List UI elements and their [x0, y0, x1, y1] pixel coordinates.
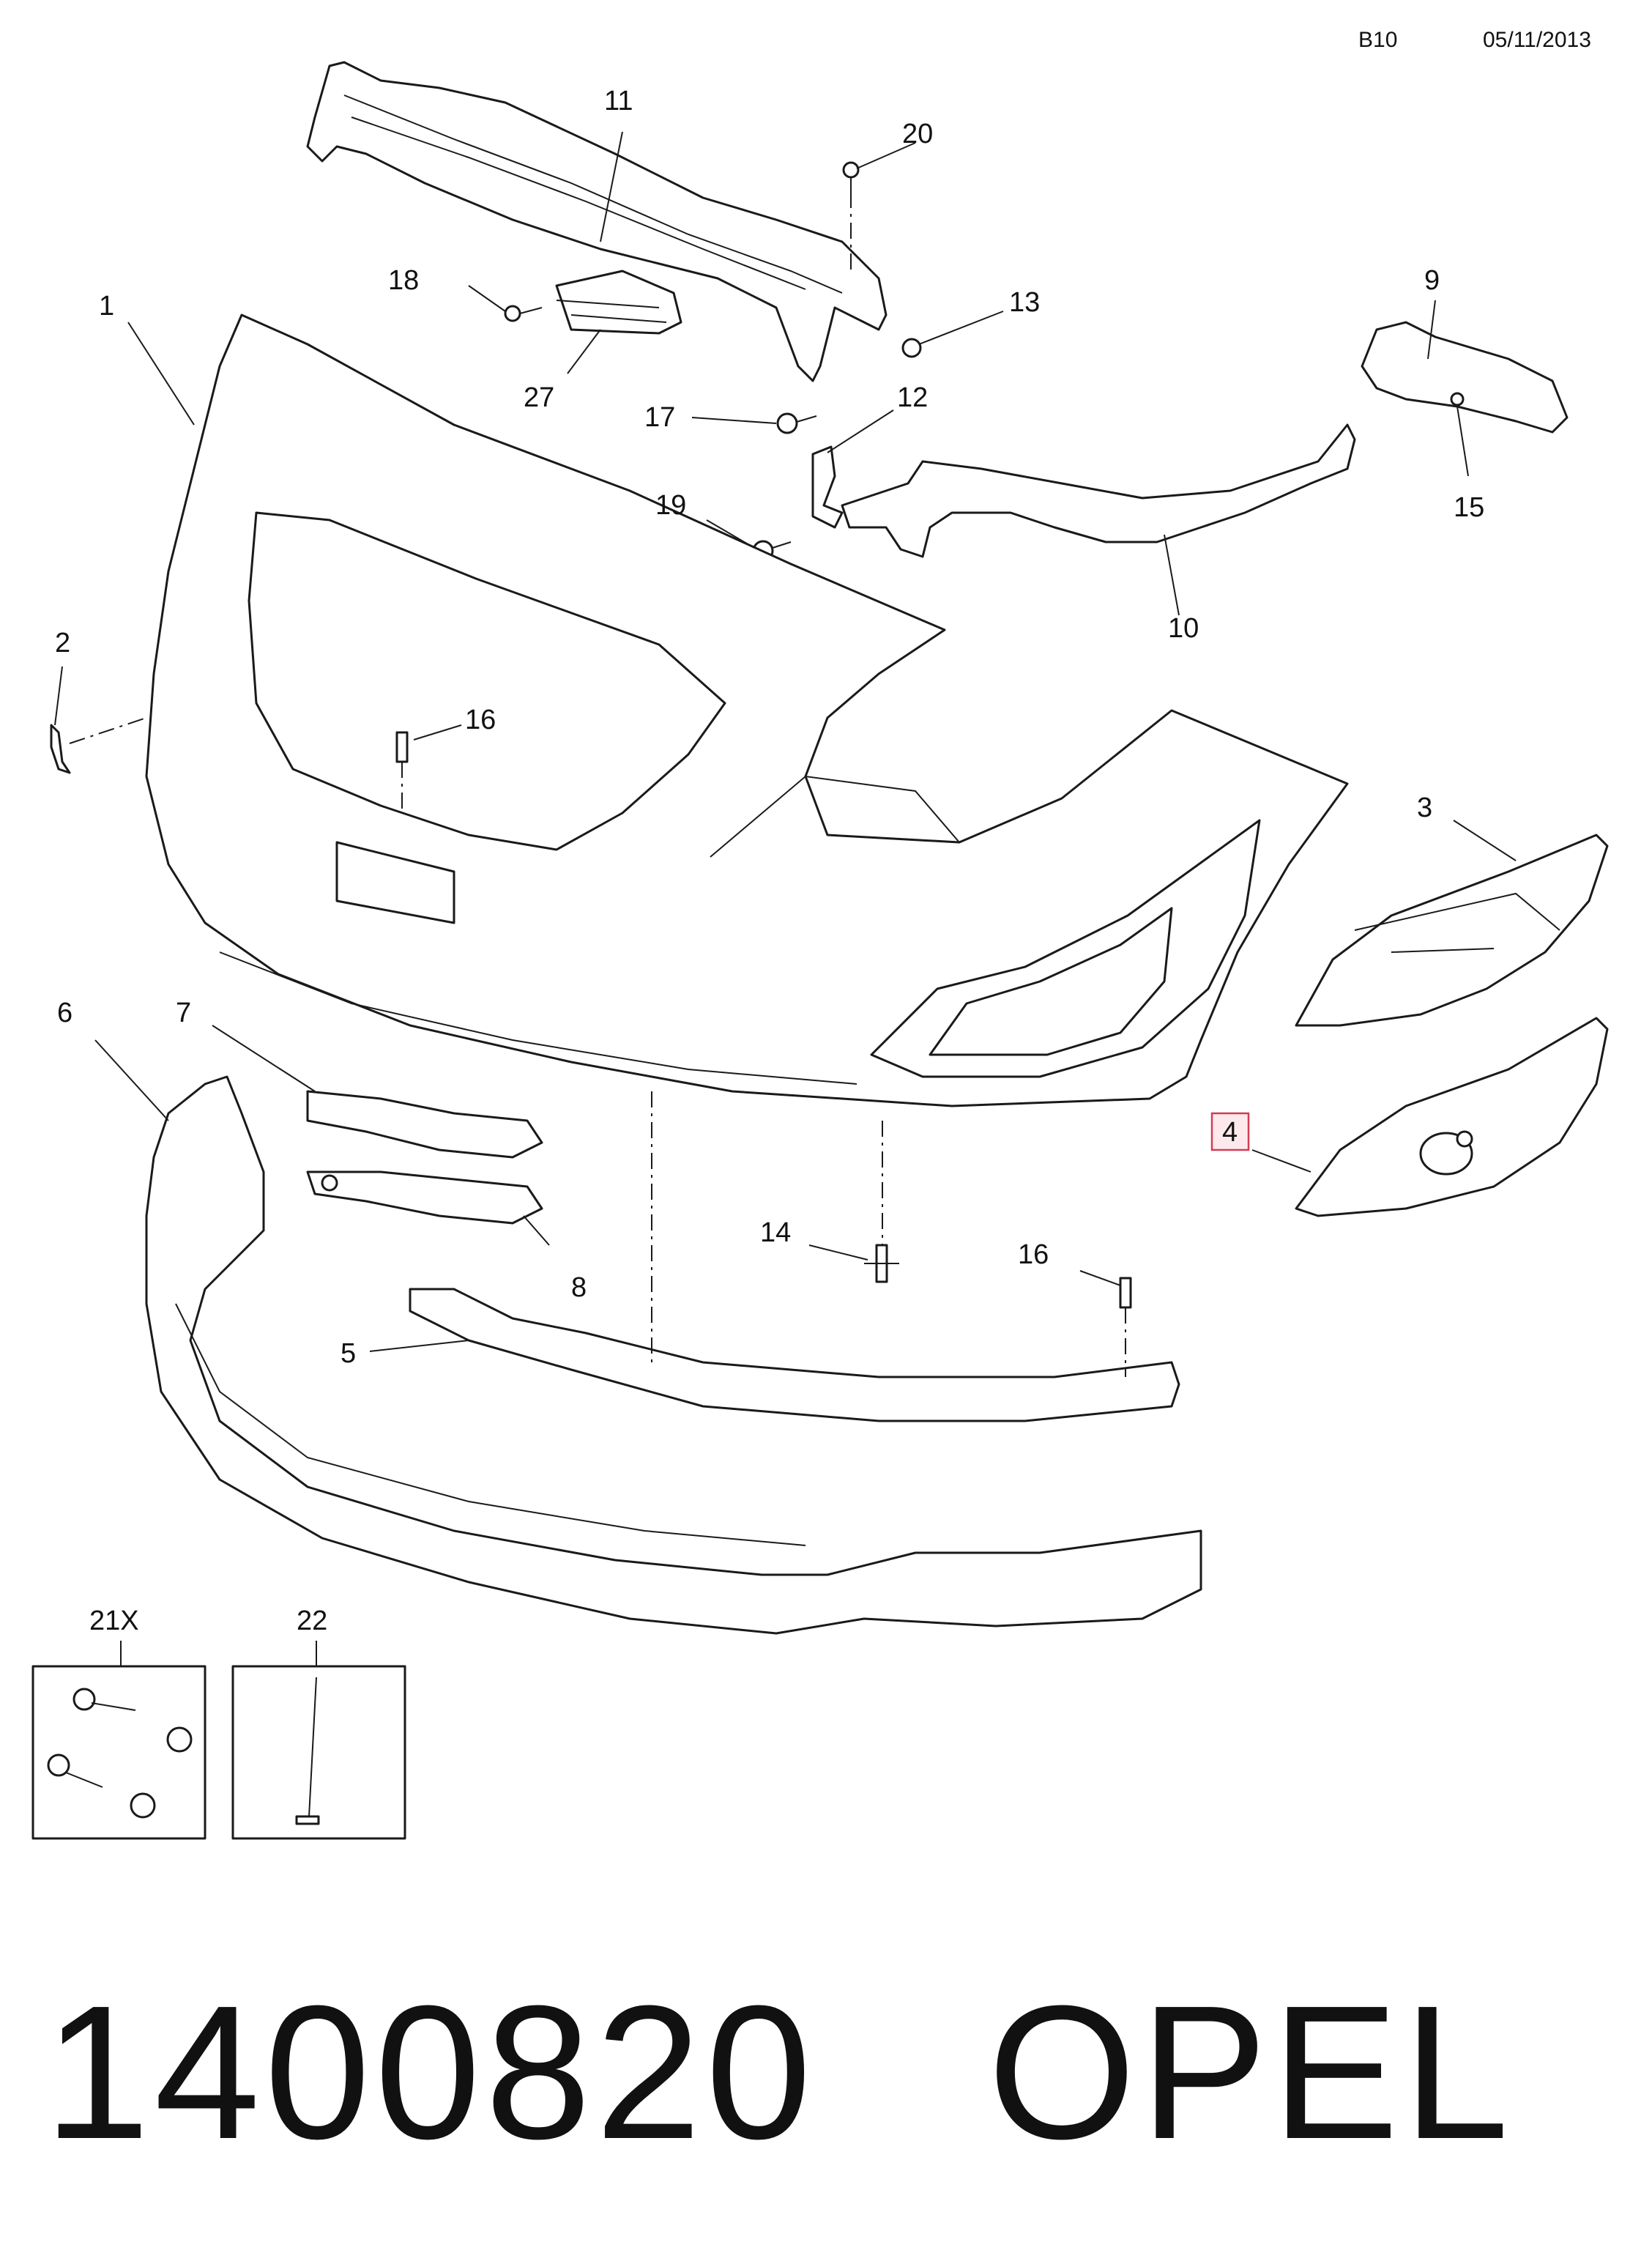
callout-16-lower: 16: [1018, 1239, 1049, 1270]
part-27-bracket: [555, 270, 682, 335]
callout-20: 20: [902, 119, 933, 149]
callout-4-highlight: [1210, 1112, 1250, 1151]
part-5-lower-trim: [409, 1288, 1180, 1422]
part-14-push-pin: [864, 1121, 899, 1283]
part-6-lower-spoiler: [145, 1075, 1202, 1635]
callout-22: 22: [297, 1606, 327, 1636]
callout-8: 8: [571, 1272, 587, 1303]
callout-16-upper: 16: [465, 705, 496, 735]
part-2-clip: [50, 717, 147, 774]
callout-5: 5: [341, 1338, 356, 1369]
part-18-screw: [504, 305, 543, 322]
callout-10: 10: [1168, 613, 1199, 644]
callout-4: 4: [1222, 1117, 1238, 1148]
sheet-code: B10: [1358, 28, 1398, 52]
callout-3: 3: [1417, 793, 1432, 823]
brand-name: OPEL: [987, 1967, 1514, 2179]
callout-1: 1: [99, 291, 114, 322]
part-11-upper-bracket: [306, 61, 888, 382]
part-9-right-bracket: [1361, 321, 1569, 434]
callout-12: 12: [897, 382, 928, 413]
callout-18: 18: [388, 265, 419, 296]
callout-labels: 11 20 9 13 18 17 12 19 27 15 10 1 2 16 3…: [55, 86, 1484, 1636]
part-1-bumper-cover: [145, 313, 1349, 1107]
callout-13: 13: [1009, 287, 1040, 318]
part-20-screw: [842, 161, 860, 271]
callout-15: 15: [1454, 492, 1484, 523]
callout-9: 9: [1424, 265, 1440, 296]
part-number: 1400820: [44, 1967, 816, 2179]
part-4-fog-lamp-bezel: [1295, 1017, 1609, 1217]
callout-21x: 21X: [89, 1606, 139, 1636]
callout-leaders: [54, 131, 1517, 1666]
callout-7: 7: [176, 998, 191, 1028]
part-17-bolt: [776, 412, 817, 434]
part-8-trim-strip: [306, 1170, 543, 1225]
callout-17: 17: [644, 402, 675, 433]
part-10-side-guide: [841, 423, 1356, 558]
callout-19: 19: [655, 490, 686, 521]
exploded-parts-diagram: 11 20 9 13 18 17 12 19 27 15 10 1 2 16 3…: [31, 61, 1609, 1840]
part-12-bracket: [811, 445, 844, 529]
callout-14: 14: [760, 1217, 791, 1248]
box-22-cable-tie: [231, 1665, 406, 1840]
box-21x-screw-kit: [31, 1665, 206, 1840]
part-16-lower-push-pin: [1119, 1277, 1132, 1377]
callout-11: 11: [604, 86, 633, 116]
part-13-clip: [901, 338, 922, 358]
callout-6: 6: [57, 998, 72, 1028]
footer-part-number: 1400820 OPEL: [44, 1978, 1514, 2168]
part-7-trim-strip: [306, 1090, 543, 1159]
diagram-date: 05/11/2013: [1483, 28, 1591, 52]
part-16-upper-push-pin: [395, 731, 409, 813]
callout-27: 27: [524, 382, 554, 413]
callout-2: 2: [55, 628, 70, 658]
part-3-grille-insert: [1295, 834, 1609, 1027]
